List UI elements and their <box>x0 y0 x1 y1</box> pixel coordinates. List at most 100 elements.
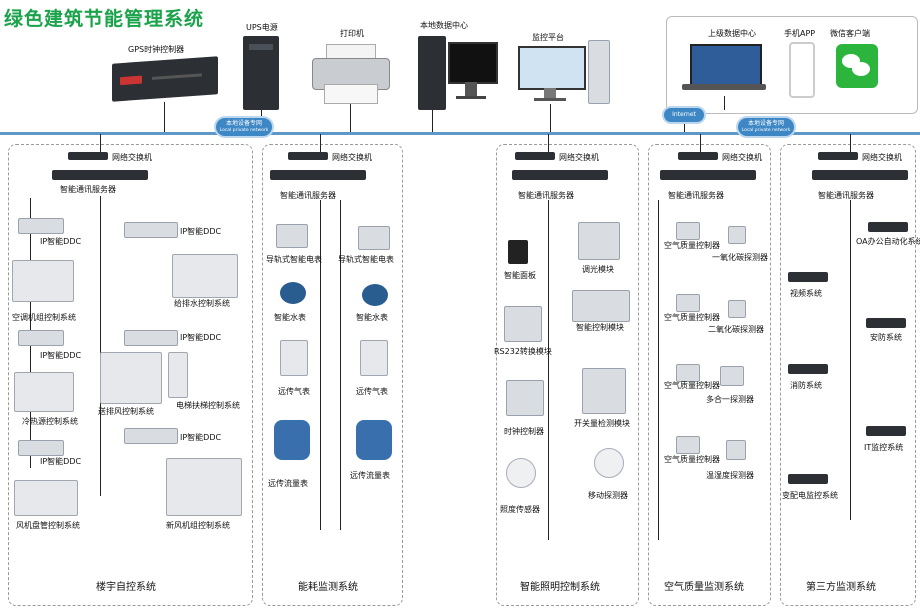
third-switch-label: 网络交换机 <box>862 153 902 162</box>
internet-cloud: Internet <box>664 108 704 122</box>
lighting-server <box>512 170 608 180</box>
energy-gas1: 远传气表 <box>278 387 310 396</box>
third-oa-device <box>868 222 908 232</box>
lighting-title: 智能照明控制系统 <box>520 582 600 593</box>
third-power: 变配电监控系统 <box>782 491 838 500</box>
energy-flow1: 远传流量表 <box>268 479 308 488</box>
printer-link <box>350 104 351 132</box>
bas-ddc1-device <box>18 218 64 234</box>
bas-ahu: 空调机组控制系统 <box>12 313 76 322</box>
air-co2: 二氧化碳探测器 <box>708 325 764 334</box>
lighting-lux: 照度传感器 <box>500 505 540 514</box>
bas-server-label: 智能通讯服务器 <box>60 185 116 194</box>
lighting-switch-detect-device <box>582 368 626 414</box>
bas-chiller-device <box>14 372 74 412</box>
bas-ddc5: IP智能DDC <box>40 457 82 466</box>
energy-water2: 智能水表 <box>356 313 388 322</box>
lighting-motion-device <box>594 448 624 478</box>
bas-water-device <box>172 254 238 298</box>
energy-flow1-device <box>274 420 310 460</box>
bas-fresh-device <box>166 458 242 516</box>
lighting-rs232: RS232转换模块 <box>494 347 552 356</box>
lan-cloud-right: 本地设备专网 Local private network <box>738 118 794 136</box>
third-it: IT监控系统 <box>864 443 904 452</box>
air-th: 温湿度探测器 <box>706 471 754 480</box>
air-ctrl2: 空气质量控制器 <box>664 313 720 322</box>
third-power-device <box>788 474 828 484</box>
local-dc-monitor <box>448 42 498 102</box>
bas-fcu-device <box>14 480 78 516</box>
energy-meter1: 导轨式智能电表 <box>266 255 322 264</box>
third-server <box>812 170 908 180</box>
monitor-link <box>550 104 551 132</box>
lighting-dimmer-device <box>578 222 620 260</box>
wechat-icon <box>836 44 878 88</box>
bas-server <box>52 170 148 180</box>
third-trunk <box>850 200 851 520</box>
bas-fresh: 新风机组控制系统 <box>166 521 230 530</box>
remote-access-box <box>666 16 918 114</box>
bas-ddc3-device <box>18 330 64 346</box>
air-switch <box>678 152 718 160</box>
local-dc-link <box>432 110 433 132</box>
energy-meter2: 导轨式智能电表 <box>338 255 394 264</box>
bas-elevator-device <box>168 352 188 398</box>
gps-label: GPS时钟控制器 <box>128 45 185 54</box>
air-co2-device <box>728 300 746 318</box>
lan-right-label: 本地设备专网 <box>747 120 784 127</box>
energy-flow2-device <box>356 420 392 460</box>
third-fire: 消防系统 <box>790 381 822 390</box>
bas-elevator: 电梯扶梯控制系统 <box>176 401 240 410</box>
lan-right-en: Local private network <box>741 128 791 133</box>
bas-ddc6: IP智能DDC <box>180 433 222 442</box>
lan-left-en: Local private network <box>219 128 269 133</box>
third-oa: OA办公自动化系统 <box>856 237 920 246</box>
air-ctrl2-device <box>676 294 700 312</box>
monitor-label: 监控平台 <box>532 33 564 42</box>
bas-ddc3: IP智能DDC <box>40 351 82 360</box>
lighting-switch-detect: 开关量检测模块 <box>574 419 630 428</box>
bas-ddc2-device <box>124 222 178 238</box>
bas-ddc6-device <box>124 428 178 444</box>
bas-switch <box>68 152 108 160</box>
air-server-label: 智能通讯服务器 <box>668 191 724 200</box>
gps-link <box>164 102 165 132</box>
lighting-server-label: 智能通讯服务器 <box>518 191 574 200</box>
third-video: 视频系统 <box>790 289 822 298</box>
main-network-bus <box>0 132 920 135</box>
third-video-device <box>788 272 828 282</box>
bas-ddc2: IP智能DDC <box>180 227 222 236</box>
bas-ddc1: IP智能DDC <box>40 237 82 246</box>
upper-dc-label: 上级数据中心 <box>708 29 756 38</box>
third-server-label: 智能通讯服务器 <box>818 191 874 200</box>
panel-third <box>780 144 916 606</box>
energy-server-label: 智能通讯服务器 <box>280 191 336 200</box>
monitor-screen <box>518 46 586 104</box>
energy-water1: 智能水表 <box>274 313 306 322</box>
energy-water1-device <box>280 282 306 304</box>
lighting-rs232-device <box>504 306 542 342</box>
ups-device <box>243 36 279 110</box>
lighting-dimmer: 调光模块 <box>582 265 614 274</box>
air-ctrl3: 空气质量控制器 <box>664 381 720 390</box>
bas-ddc4-device <box>124 330 178 346</box>
printer-label: 打印机 <box>340 29 364 38</box>
energy-flow2: 远传流量表 <box>350 471 390 480</box>
phone-label: 手机APP <box>784 29 816 38</box>
bas-ddc5-device <box>18 440 64 456</box>
internet-label: Internet <box>672 111 696 118</box>
riser-bas <box>100 134 101 152</box>
lighting-clock-device <box>506 380 544 416</box>
riser-air <box>700 134 701 152</box>
air-ctrl3-device <box>676 364 700 382</box>
lan-cloud-left: 本地设备专网 Local private network <box>216 118 272 136</box>
bas-ddc4: IP智能DDC <box>180 333 222 342</box>
energy-switch-label: 网络交换机 <box>332 153 372 162</box>
riser-third <box>850 134 851 152</box>
ups-label: UPS电源 <box>246 23 278 32</box>
riser-lighting <box>548 134 549 152</box>
lighting-lux-device <box>506 458 536 488</box>
wechat-label: 微信客户端 <box>830 29 870 38</box>
third-fire-device <box>788 364 828 374</box>
gps-clock-device <box>112 56 218 102</box>
